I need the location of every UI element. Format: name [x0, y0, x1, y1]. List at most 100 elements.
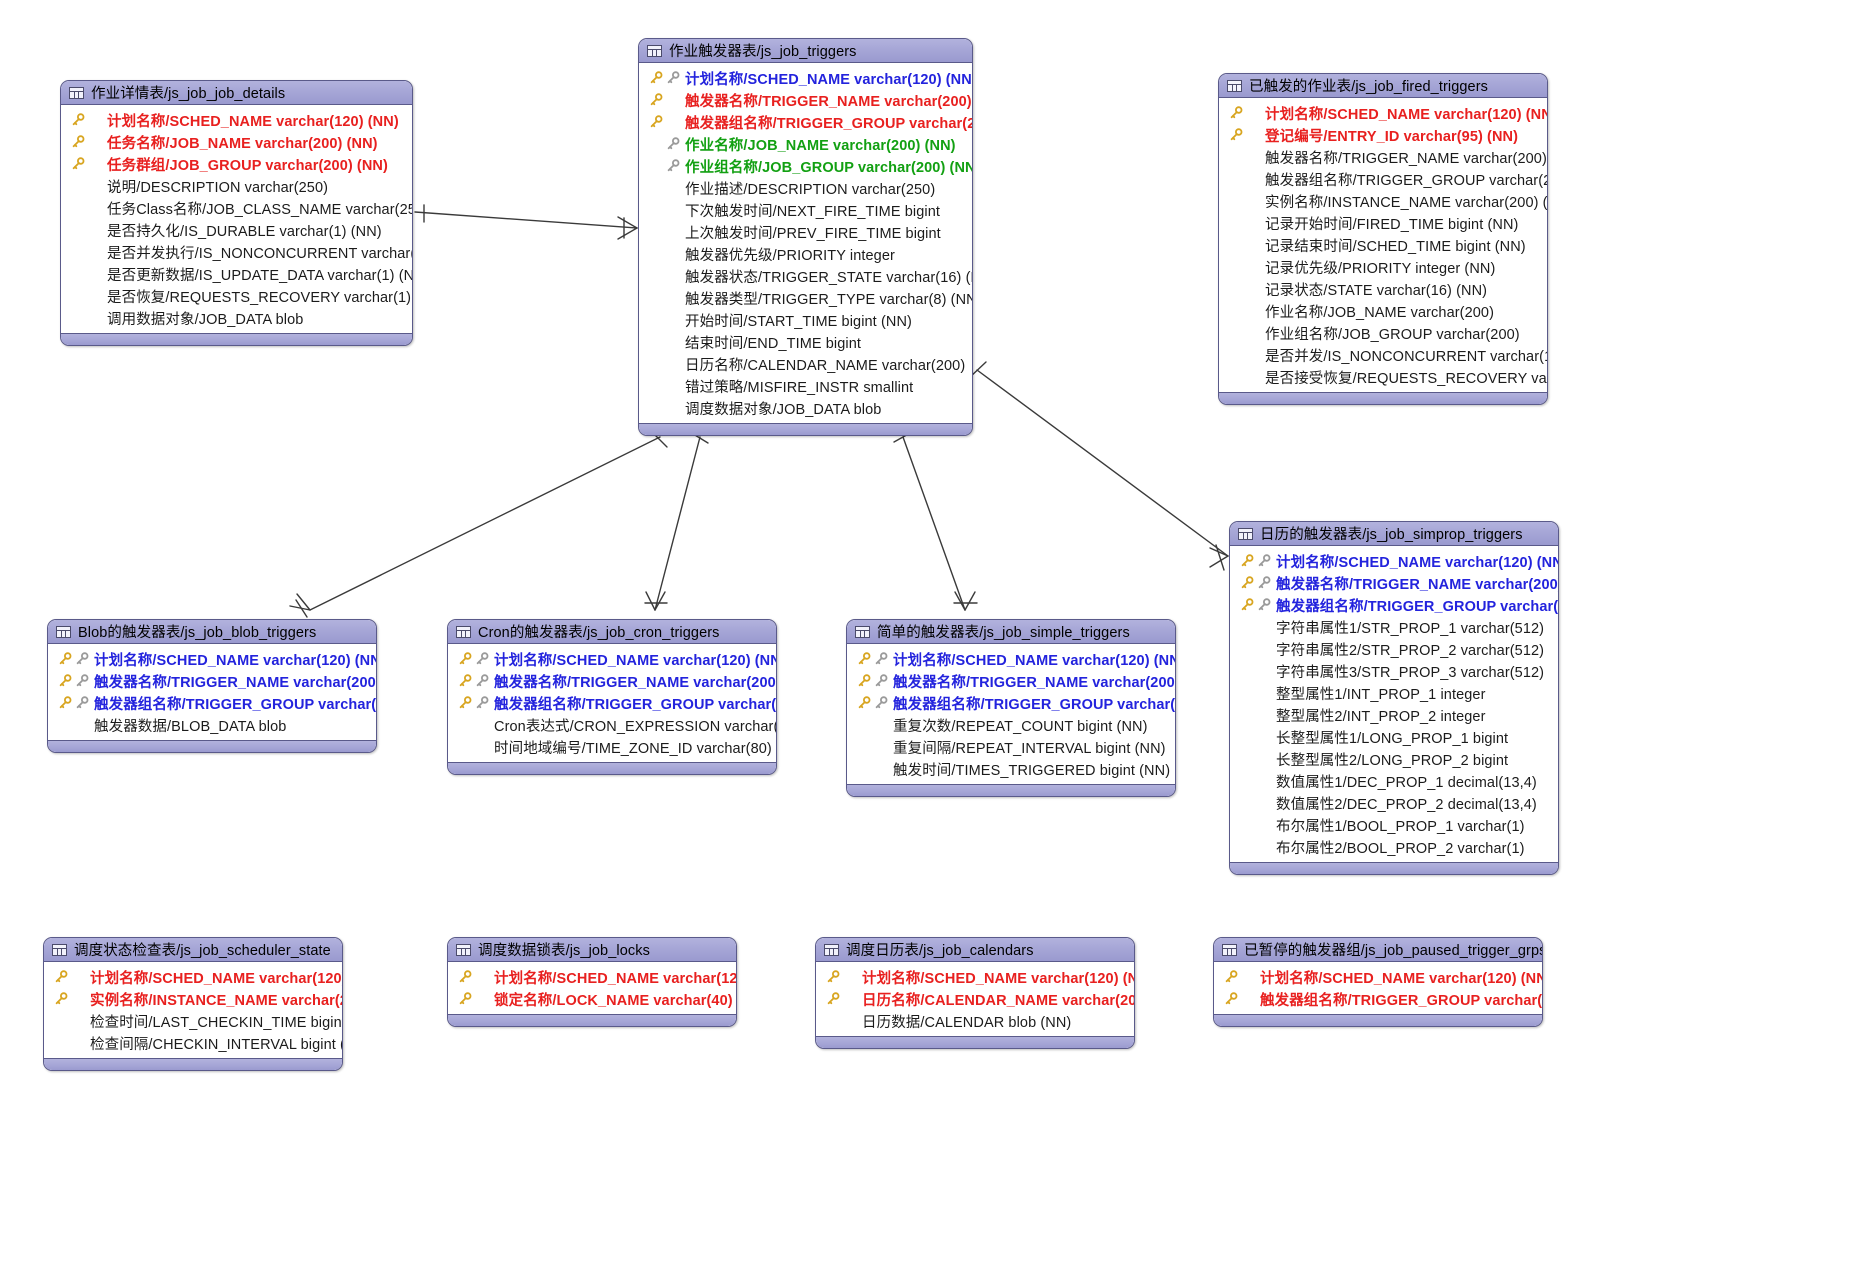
field-row[interactable]: 上次触发时间/PREV_FIRE_TIME bigint — [639, 221, 972, 243]
entity-cron_triggers[interactable]: Cron的触发器表/js_job_cron_triggers 计划名称/SCHE… — [447, 619, 777, 775]
field-row[interactable]: 任务名称/JOB_NAME varchar(200) (NN) — [61, 131, 412, 153]
field-row[interactable]: 登记编号/ENTRY_ID varchar(95) (NN) — [1219, 124, 1547, 146]
entity-header-simple_triggers[interactable]: 简单的触发器表/js_job_simple_triggers — [847, 620, 1175, 644]
field-row[interactable]: 日历数据/CALENDAR blob (NN) — [816, 1010, 1134, 1032]
field-row[interactable]: 计划名称/SCHED_NAME varchar(120) (NN) — [639, 67, 972, 89]
field-row[interactable]: 触发器组名称/TRIGGER_GROUP varchar(200) (NN) — [1230, 594, 1558, 616]
entity-calendars[interactable]: 调度日历表/js_job_calendars 计划名称/SCHED_NAME v… — [815, 937, 1135, 1049]
field-row[interactable]: 数值属性2/DEC_PROP_2 decimal(13,4) — [1230, 792, 1558, 814]
field-row[interactable]: 日历名称/CALENDAR_NAME varchar(200) (NN) — [816, 988, 1134, 1010]
entity-header-cron_triggers[interactable]: Cron的触发器表/js_job_cron_triggers — [448, 620, 776, 644]
field-row[interactable]: 记录状态/STATE varchar(16) (NN) — [1219, 278, 1547, 300]
field-row[interactable]: 数值属性1/DEC_PROP_1 decimal(13,4) — [1230, 770, 1558, 792]
field-row[interactable]: 重复次数/REPEAT_COUNT bigint (NN) — [847, 714, 1175, 736]
field-row[interactable]: 任务群组/JOB_GROUP varchar(200) (NN) — [61, 153, 412, 175]
field-row[interactable]: 时间地域编号/TIME_ZONE_ID varchar(80) — [448, 736, 776, 758]
field-row[interactable]: 触发器组名称/TRIGGER_GROUP varchar(200) (NN) — [847, 692, 1175, 714]
field-row[interactable]: 字符串属性3/STR_PROP_3 varchar(512) — [1230, 660, 1558, 682]
field-row[interactable]: 计划名称/SCHED_NAME varchar(120) (NN) — [48, 648, 376, 670]
entity-paused_trigger_grps[interactable]: 已暂停的触发器组/js_job_paused_trigger_grps 计划名称… — [1213, 937, 1543, 1027]
field-row[interactable]: 触发器状态/TRIGGER_STATE varchar(16) (NN) — [639, 265, 972, 287]
field-row[interactable]: 计划名称/SCHED_NAME varchar(120) (NN) — [816, 966, 1134, 988]
field-row[interactable]: 实例名称/INSTANCE_NAME varchar(200) (NN) — [44, 988, 342, 1010]
entity-fired_triggers[interactable]: 已触发的作业表/js_job_fired_triggers 计划名称/SCHED… — [1218, 73, 1548, 405]
field-row[interactable]: 检查间隔/CHECKIN_INTERVAL bigint (NN) — [44, 1032, 342, 1054]
field-row[interactable]: 调度数据对象/JOB_DATA blob — [639, 397, 972, 419]
entity-header-fired_triggers[interactable]: 已触发的作业表/js_job_fired_triggers — [1219, 74, 1547, 98]
field-row[interactable]: 锁定名称/LOCK_NAME varchar(40) (NN) — [448, 988, 736, 1010]
field-row[interactable]: 长整型属性1/LONG_PROP_1 bigint — [1230, 726, 1558, 748]
field-row[interactable]: 记录优先级/PRIORITY integer (NN) — [1219, 256, 1547, 278]
field-row[interactable]: 记录开始时间/FIRED_TIME bigint (NN) — [1219, 212, 1547, 234]
entity-header-job_details[interactable]: 作业详情表/js_job_job_details — [61, 81, 412, 105]
field-row[interactable]: 是否接受恢复/REQUESTS_RECOVERY varchar(1) — [1219, 366, 1547, 388]
field-row[interactable]: 作业组名称/JOB_GROUP varchar(200) — [1219, 322, 1547, 344]
field-row[interactable]: 触发器名称/TRIGGER_NAME varchar(200) (NN) — [847, 670, 1175, 692]
field-row[interactable]: 计划名称/SCHED_NAME varchar(120) (NN) — [1219, 102, 1547, 124]
field-row[interactable]: 长整型属性2/LONG_PROP_2 bigint — [1230, 748, 1558, 770]
entity-blob_triggers[interactable]: Blob的触发器表/js_job_blob_triggers 计划名称/SCHE… — [47, 619, 377, 753]
field-row[interactable]: 计划名称/SCHED_NAME varchar(120) (NN) — [847, 648, 1175, 670]
entity-header-triggers[interactable]: 作业触发器表/js_job_triggers — [639, 39, 972, 63]
field-row[interactable]: 触发器数据/BLOB_DATA blob — [48, 714, 376, 736]
field-row[interactable]: 字符串属性2/STR_PROP_2 varchar(512) — [1230, 638, 1558, 660]
field-row[interactable]: 布尔属性1/BOOL_PROP_1 varchar(1) — [1230, 814, 1558, 836]
field-row[interactable]: 实例名称/INSTANCE_NAME varchar(200) (NN) — [1219, 190, 1547, 212]
field-row[interactable]: 触发器组名称/TRIGGER_GROUP varchar(200) (NN) — [1214, 988, 1542, 1010]
field-row[interactable]: Cron表达式/CRON_EXPRESSION varchar(120) (NN… — [448, 714, 776, 736]
field-row[interactable]: 计划名称/SCHED_NAME varchar(120) (NN) — [61, 109, 412, 131]
field-row[interactable]: 作业描述/DESCRIPTION varchar(250) — [639, 177, 972, 199]
field-row[interactable]: 日历名称/CALENDAR_NAME varchar(200) — [639, 353, 972, 375]
entity-triggers[interactable]: 作业触发器表/js_job_triggers 计划名称/SCHED_NAME v… — [638, 38, 973, 436]
field-row[interactable]: 是否恢复/REQUESTS_RECOVERY varchar(1) (NN) — [61, 285, 412, 307]
field-row[interactable]: 结束时间/END_TIME bigint — [639, 331, 972, 353]
field-row[interactable]: 触发器名称/TRIGGER_NAME varchar(200) (NN) — [639, 89, 972, 111]
entity-header-paused_trigger_grps[interactable]: 已暂停的触发器组/js_job_paused_trigger_grps — [1214, 938, 1542, 962]
field-row[interactable]: 作业名称/JOB_NAME varchar(200) (NN) — [639, 133, 972, 155]
field-row[interactable]: 整型属性2/INT_PROP_2 integer — [1230, 704, 1558, 726]
field-row[interactable]: 调用数据对象/JOB_DATA blob — [61, 307, 412, 329]
field-row[interactable]: 整型属性1/INT_PROP_1 integer — [1230, 682, 1558, 704]
field-row[interactable]: 布尔属性2/BOOL_PROP_2 varchar(1) — [1230, 836, 1558, 858]
field-row[interactable]: 计划名称/SCHED_NAME varchar(120) (NN) — [1214, 966, 1542, 988]
entity-simprop_triggers[interactable]: 日历的触发器表/js_job_simprop_triggers 计划名称/SCH… — [1229, 521, 1559, 875]
field-row[interactable]: 触发器组名称/TRIGGER_GROUP varchar(200) (NN) — [1219, 168, 1547, 190]
entity-header-scheduler_state[interactable]: 调度状态检查表/js_job_scheduler_state — [44, 938, 342, 962]
field-row[interactable]: 是否持久化/IS_DURABLE varchar(1) (NN) — [61, 219, 412, 241]
field-row[interactable]: 计划名称/SCHED_NAME varchar(120) (NN) — [448, 966, 736, 988]
field-row[interactable]: 检查时间/LAST_CHECKIN_TIME bigint (NN) — [44, 1010, 342, 1032]
field-row[interactable]: 是否并发执行/IS_NONCONCURRENT varchar(1) (NN) — [61, 241, 412, 263]
entity-header-blob_triggers[interactable]: Blob的触发器表/js_job_blob_triggers — [48, 620, 376, 644]
entity-scheduler_state[interactable]: 调度状态检查表/js_job_scheduler_state 计划名称/SCHE… — [43, 937, 343, 1071]
field-row[interactable]: 说明/DESCRIPTION varchar(250) — [61, 175, 412, 197]
field-row[interactable]: 计划名称/SCHED_NAME varchar(120) (NN) — [44, 966, 342, 988]
entity-locks[interactable]: 调度数据锁表/js_job_locks 计划名称/SCHED_NAME varc… — [447, 937, 737, 1027]
field-row[interactable]: 计划名称/SCHED_NAME varchar(120) (NN) — [1230, 550, 1558, 572]
field-row[interactable]: 重复间隔/REPEAT_INTERVAL bigint (NN) — [847, 736, 1175, 758]
field-row[interactable]: 触发器名称/TRIGGER_NAME varchar(200) (NN) — [48, 670, 376, 692]
field-row[interactable]: 作业组名称/JOB_GROUP varchar(200) (NN) — [639, 155, 972, 177]
field-row[interactable]: 触发器类型/TRIGGER_TYPE varchar(8) (NN) — [639, 287, 972, 309]
field-row[interactable]: 是否更新数据/IS_UPDATE_DATA varchar(1) (NN) — [61, 263, 412, 285]
entity-header-locks[interactable]: 调度数据锁表/js_job_locks — [448, 938, 736, 962]
field-row[interactable]: 开始时间/START_TIME bigint (NN) — [639, 309, 972, 331]
field-row[interactable]: 触发器组名称/TRIGGER_GROUP varchar(200) (NN) — [448, 692, 776, 714]
entity-header-simprop_triggers[interactable]: 日历的触发器表/js_job_simprop_triggers — [1230, 522, 1558, 546]
field-row[interactable]: 记录结束时间/SCHED_TIME bigint (NN) — [1219, 234, 1547, 256]
entity-header-calendars[interactable]: 调度日历表/js_job_calendars — [816, 938, 1134, 962]
field-row[interactable]: 触发器名称/TRIGGER_NAME varchar(200) (NN) — [1230, 572, 1558, 594]
field-row[interactable]: 任务Class名称/JOB_CLASS_NAME varchar(250) (N… — [61, 197, 412, 219]
entity-simple_triggers[interactable]: 简单的触发器表/js_job_simple_triggers 计划名称/SCHE… — [846, 619, 1176, 797]
field-row[interactable]: 错过策略/MISFIRE_INSTR smallint — [639, 375, 972, 397]
field-row[interactable]: 触发器名称/TRIGGER_NAME varchar(200) (NN) — [1219, 146, 1547, 168]
field-row[interactable]: 下次触发时间/NEXT_FIRE_TIME bigint — [639, 199, 972, 221]
field-row[interactable]: 作业名称/JOB_NAME varchar(200) — [1219, 300, 1547, 322]
field-row[interactable]: 触发器组名称/TRIGGER_GROUP varchar(200) (NN) — [48, 692, 376, 714]
field-row[interactable]: 触发器名称/TRIGGER_NAME varchar(200) (NN) — [448, 670, 776, 692]
field-row[interactable]: 字符串属性1/STR_PROP_1 varchar(512) — [1230, 616, 1558, 638]
field-row[interactable]: 触发器优先级/PRIORITY integer — [639, 243, 972, 265]
field-row[interactable]: 是否并发/IS_NONCONCURRENT varchar(1) — [1219, 344, 1547, 366]
field-row[interactable]: 触发器组名称/TRIGGER_GROUP varchar(200) (NN) — [639, 111, 972, 133]
field-row[interactable]: 计划名称/SCHED_NAME varchar(120) (NN) — [448, 648, 776, 670]
field-row[interactable]: 触发时间/TIMES_TRIGGERED bigint (NN) — [847, 758, 1175, 780]
